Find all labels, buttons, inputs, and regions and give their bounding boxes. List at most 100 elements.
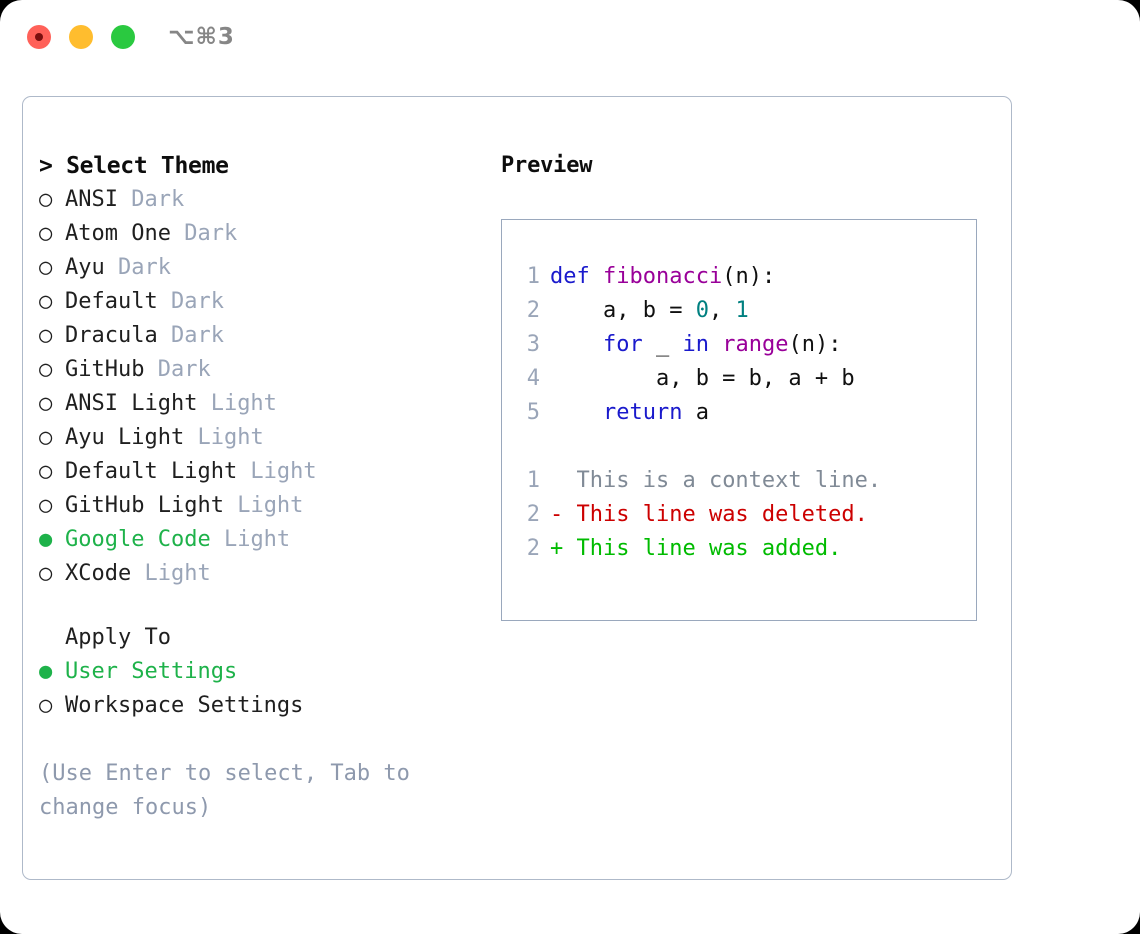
apply-to-option-user-settings[interactable]: ●User Settings [39,655,479,689]
diff-marker: - [550,502,564,527]
theme-name: Ayu [65,255,105,280]
diff-marker [550,468,563,493]
code-line: 4 a, b = b, a + b [516,362,976,396]
theme-kind-label: Dark [157,323,224,348]
theme-option-github[interactable]: ○GitHub Dark [39,353,479,387]
theme-option-default[interactable]: ○Default Dark [39,285,479,319]
theme-picker-column: > Select Theme ○ANSI Dark○Atom One Dark○… [39,149,479,825]
radio-unselected-icon: ○ [39,323,53,348]
theme-name: Atom One [65,221,171,246]
theme-kind-label: Dark [117,187,185,212]
theme-option-ansi-light[interactable]: ○ ANSI Light Light [39,387,479,421]
theme-option-github-light[interactable]: ○GitHub Light Light [39,489,479,523]
theme-option-atom-one[interactable]: ○ Atom One Dark [39,217,479,251]
radio-unselected-icon: ○ [39,459,53,484]
theme-name: GitHub [65,357,145,382]
code-token: a, b = [550,298,696,323]
traffic-lights [27,25,135,49]
radio-unselected-icon: ○ [39,391,53,416]
line-number: 1 [526,264,540,289]
radio-unselected-icon: ○ [39,357,53,382]
radio-selected-icon: ● [39,527,53,552]
diff-line: 2 + This line was added. [516,532,976,566]
code-token: def [550,264,603,289]
line-number: 4 [526,366,540,391]
theme-option-ansi[interactable]: ○ ANSI Dark [39,183,479,217]
code-token: _ [642,332,683,357]
radio-selected-icon: ● [39,659,53,684]
code-token: range [722,332,789,357]
preview-column: Preview 1 def fibonacci (n): 2 a, b = 0, 1 3… [501,149,1001,621]
code-token: for [602,332,643,357]
theme-name: XCode [65,561,132,586]
diff-marker: + [550,536,564,561]
radio-unselected-icon: ○ [39,425,53,450]
theme-kind-label: Dark [170,221,238,246]
line-number: 2 [526,502,540,527]
diff-line: 2- This line was deleted. [516,498,976,532]
apply-to-option-workspace-settings[interactable]: ○Workspace Settings [39,689,479,723]
theme-name: ANSI [65,187,118,212]
diff-text: This is a context line. [563,468,882,493]
apply-to-title: Apply To [65,625,171,650]
code-token: , [708,298,736,323]
code-token: 1 [735,298,749,323]
diff-sample: 1 This is a context line.2- This line wa… [516,464,976,566]
theme-name: Default Light [65,459,238,484]
code-token: a, b = b, a + b [550,366,855,391]
radio-unselected-icon: ○ [39,693,53,718]
theme-option-default-light[interactable]: ○ Default Light Light [39,455,479,489]
line-number: 2 [526,298,540,323]
code-sample: 1 def fibonacci (n): 2 a, b = 0, 1 3 for _ i… [516,260,976,430]
line-number: 1 [526,468,540,493]
theme-kind-label: Light [184,425,264,450]
select-theme-header: > Select Theme [39,153,229,179]
theme-name: GitHub Light [65,493,224,518]
theme-option-dracula[interactable]: ○ Dracula Dark [39,319,479,353]
theme-option-ayu[interactable]: ○Ayu Dark [39,251,479,285]
theme-name: Dracula [65,323,158,348]
diff-text: This line was added. [563,536,842,561]
theme-option-ayu-light[interactable]: ○ Ayu Light Light [39,421,479,455]
line-number: 2 [526,536,540,561]
diff-line: 1 This is a context line. [516,464,976,498]
theme-name: ANSI Light [65,391,198,416]
theme-name: Google Code [65,527,211,552]
diff-text: This line was deleted. [563,502,868,527]
theme-kind-label: Dark [104,255,171,280]
theme-list[interactable]: ○ANSI Dark○Atom One Dark○Ayu Dark○Defaul… [39,183,479,591]
code-token [550,400,603,425]
theme-option-xcode[interactable]: ○XCode Light [39,557,479,591]
theme-option-google-code[interactable]: ● Google Code Light [39,523,479,557]
main-panel: > Select Theme ○ANSI Dark○Atom One Dark○… [22,96,1012,880]
line-number: 5 [526,400,540,425]
code-token: (n): [788,332,842,357]
keyboard-shortcut-label: ⌥⌘3 [168,24,235,50]
code-token [550,332,603,357]
maximize-button[interactable] [111,25,135,49]
theme-kind-label: Light [131,561,211,586]
radio-unselected-icon: ○ [39,187,53,212]
code-token: fibonacci [602,264,723,289]
title-bar: ⌥⌘3 [0,0,1140,78]
close-button[interactable] [27,25,51,49]
code-line: 2 a, b = 0, 1 [516,294,976,328]
code-token: return [602,400,683,425]
preview-label: Preview [501,153,593,178]
code-token: 0 [695,298,709,323]
radio-unselected-icon: ○ [39,221,53,246]
theme-kind-label: Light [223,493,304,518]
theme-name: Default [65,289,158,314]
line-number: 3 [526,332,540,357]
code-token: in [682,332,709,357]
apply-to-list[interactable]: ●User Settings○Workspace Settings [39,655,479,723]
theme-name: Ayu Light [65,425,185,450]
minimize-button[interactable] [69,25,93,49]
code-line: 5 return a [516,396,976,430]
code-token [709,332,722,357]
theme-kind-label: Light [237,459,317,484]
theme-kind-label: Light [210,527,291,552]
theme-kind-label: Light [197,391,277,416]
